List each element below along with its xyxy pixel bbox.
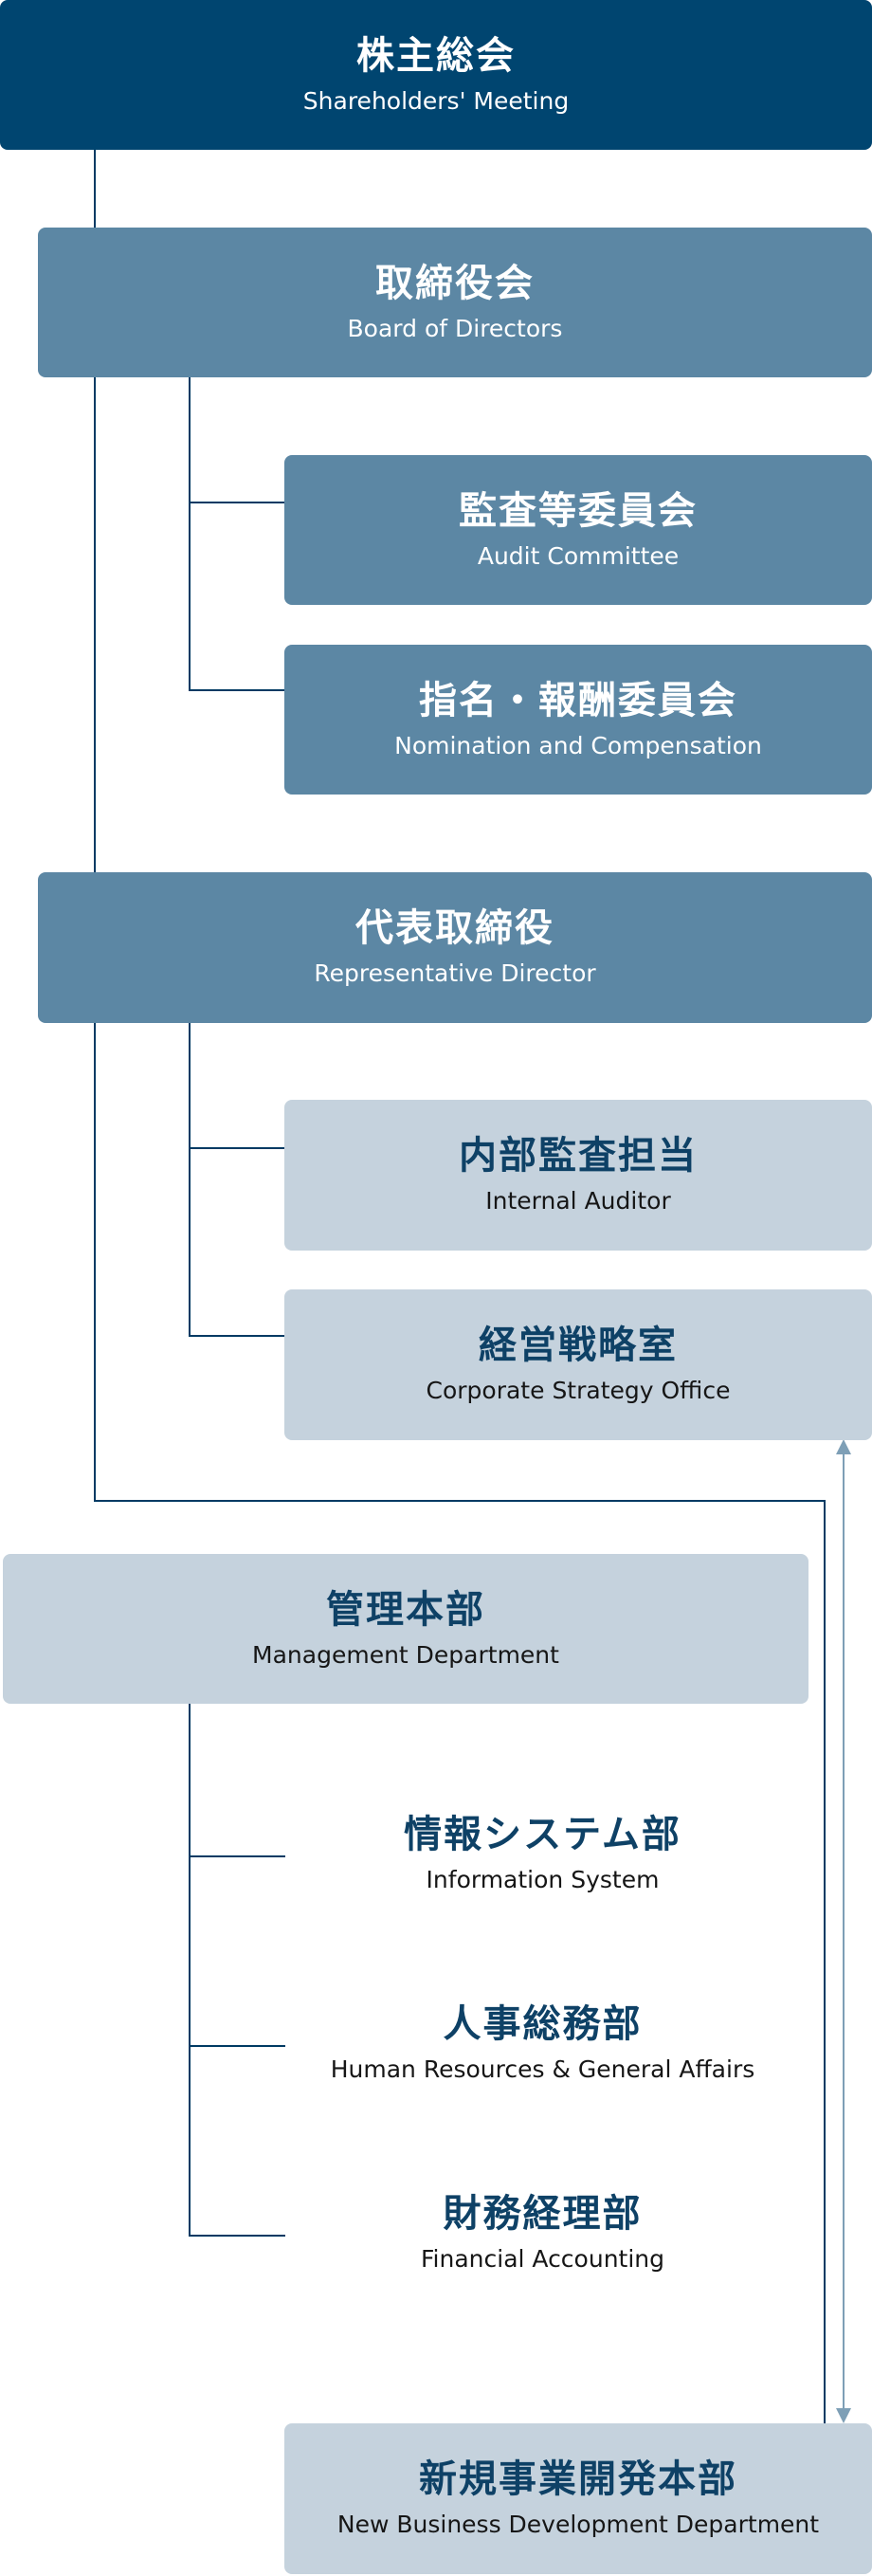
node-title-ja: 経営戦略室	[479, 1324, 678, 1368]
node-title-en: Human Resources & General Affairs	[330, 2055, 755, 2083]
node-nomination-compensation: 指名・報酬委員会 Nomination and Compensation	[284, 645, 872, 795]
node-title-en: Financial Accounting	[420, 2244, 665, 2273]
connector-rep-vertical	[189, 1023, 191, 1337]
connector-board-nomination	[189, 689, 285, 691]
node-board-of-directors: 取締役会 Board of Directors	[38, 228, 872, 377]
node-financial-accounting: 財務経理部 Financial Accounting	[284, 2171, 801, 2294]
node-title-ja: 財務経理部	[443, 2191, 643, 2236]
node-title-ja: 人事総務部	[443, 2001, 643, 2046]
node-title-en: Management Department	[252, 1640, 559, 1669]
node-management-department: 管理本部 Management Department	[3, 1554, 808, 1704]
connector-main-vertical	[94, 150, 96, 1502]
connector-mgmt-finance	[189, 2235, 285, 2237]
node-audit-committee: 監査等委員会 Audit Committee	[284, 455, 872, 605]
node-new-business-development: 新規事業開発本部 New Business Development Depart…	[284, 2423, 872, 2574]
connector-mgmt-info	[189, 1855, 285, 1857]
connector-main-to-right	[94, 1500, 826, 1502]
node-title-en: Nomination and Compensation	[394, 731, 762, 759]
node-title-ja: 管理本部	[326, 1587, 485, 1632]
double-arrow-line	[843, 1451, 845, 2408]
arrow-up-icon	[836, 1439, 851, 1454]
connector-board-vertical	[189, 377, 191, 691]
connector-right-to-newbiz	[824, 1500, 826, 2423]
node-title-en: Representative Director	[314, 959, 596, 988]
node-title-en: Information System	[426, 1865, 660, 1893]
node-representative-director: 代表取締役 Representative Director	[38, 872, 872, 1023]
node-title-ja: 株主総会	[356, 33, 516, 78]
connector-rep-strategy	[189, 1335, 285, 1337]
node-title-en: Corporate Strategy Office	[426, 1377, 731, 1405]
node-information-system: 情報システム部 Information System	[284, 1792, 801, 1915]
node-title-en: New Business Development Department	[336, 2511, 820, 2539]
connector-rep-internal	[189, 1147, 285, 1149]
node-shareholders-meeting: 株主総会 Shareholders' Meeting	[0, 0, 872, 150]
node-corporate-strategy-office: 経営戦略室 Corporate Strategy Office	[284, 1289, 872, 1440]
node-internal-auditor: 内部監査担当 Internal Auditor	[284, 1100, 872, 1251]
connector-mgmt-hr	[189, 2045, 285, 2047]
node-title-ja: 代表取締役	[355, 906, 554, 951]
node-title-en: Board of Directors	[347, 314, 563, 342]
node-title-ja: 新規事業開発本部	[419, 2457, 737, 2502]
node-title-en: Shareholders' Meeting	[302, 86, 570, 115]
node-title-en: Internal Auditor	[485, 1187, 671, 1215]
node-title-ja: 取締役会	[375, 261, 535, 305]
node-title-ja: 情報システム部	[404, 1812, 681, 1856]
connector-mgmt-vertical	[189, 1704, 191, 2237]
connector-board-audit	[189, 502, 285, 503]
node-title-ja: 監査等委員会	[459, 488, 698, 533]
node-title-ja: 内部監査担当	[459, 1134, 698, 1178]
arrow-down-icon	[836, 2408, 851, 2423]
node-title-ja: 指名・報酬委員会	[419, 678, 737, 722]
node-title-en: Audit Committee	[477, 541, 680, 570]
node-human-resources: 人事総務部 Human Resources & General Affairs	[284, 1982, 801, 2105]
